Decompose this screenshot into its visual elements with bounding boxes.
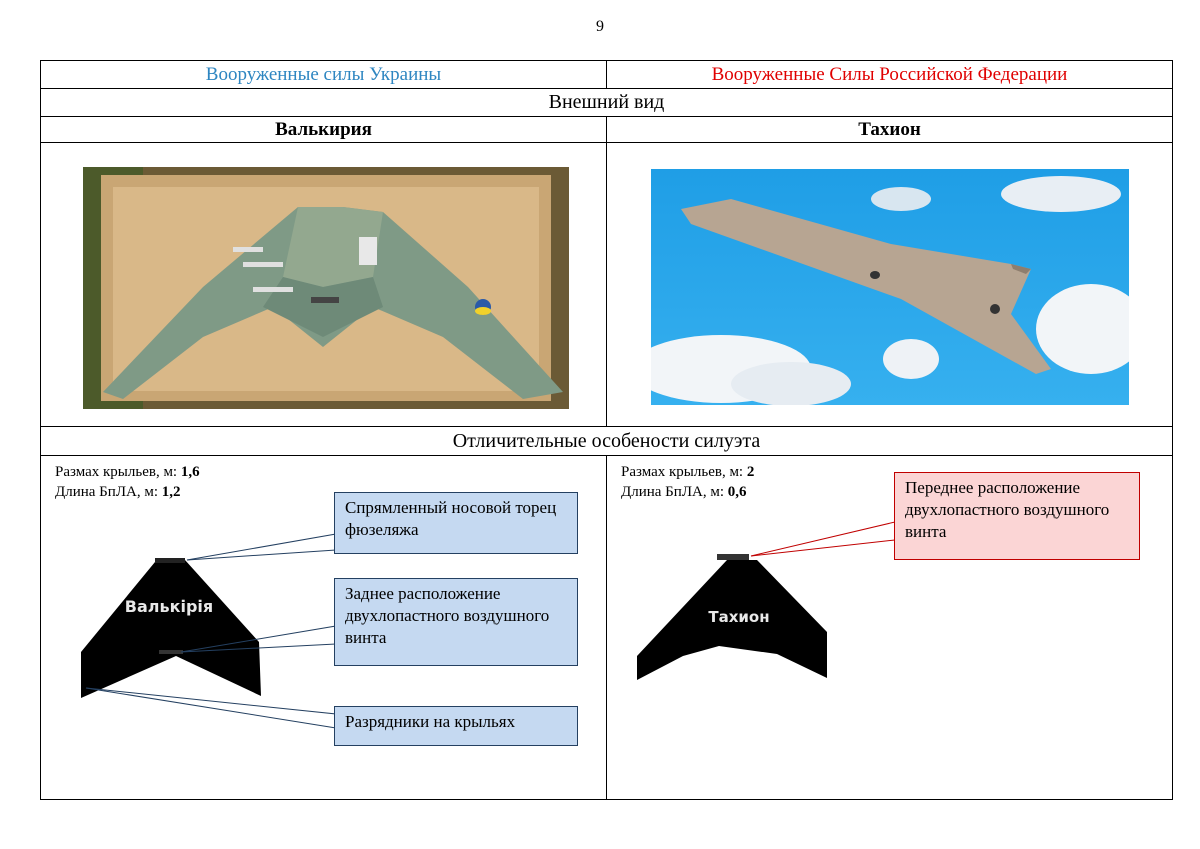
callout-front-prop: Переднее расположение двухлопастного воз… [894, 472, 1140, 560]
comparison-table: Вооруженные силы Украины Вооруженные Сил… [40, 60, 1173, 800]
valkyrie-silhouette-label: Валькірія [125, 597, 213, 616]
section-silhouette: Отличительные особености силуэта [40, 426, 1173, 456]
photo-cell-left [40, 142, 607, 427]
right-length-label: Длина БпЛА, м: [621, 484, 728, 500]
right-wingspan-value: 2 [746, 464, 755, 480]
right-wingspan-label: Размах крыльев, м: [621, 464, 747, 480]
header-ukraine: Вооруженные силы Украины [40, 60, 607, 89]
left-length-label: Длина БпЛА, м: [55, 484, 162, 500]
right-length-value: 0,6 [727, 484, 747, 500]
callout-nose: Спрямленный носовой торец фюзеляжа [334, 492, 578, 554]
left-wingspan-value: 1,6 [180, 464, 200, 480]
tachyon-silhouette-label: Тахион [708, 608, 769, 626]
spec-cell-left: Размах крыльев, м: 1,6 Длина БпЛА, м: 1,… [40, 455, 607, 800]
header-russia: Вооруженные Силы Российской Федерации [606, 60, 1173, 89]
page-number: 9 [596, 18, 604, 35]
drone-name-left: Валькирия [40, 116, 607, 143]
left-wingspan-label: Размах крыльев, м: [55, 464, 181, 480]
left-length-value: 1,2 [161, 484, 181, 500]
section-appearance: Внешний вид [40, 88, 1173, 117]
left-specs: Размах крыльев, м: 1,6 Длина БпЛА, м: 1,… [55, 462, 200, 502]
photo-cell-right [606, 142, 1173, 427]
spec-cell-right: Размах крыльев, м: 2 Длина БпЛА, м: 0,6 … [606, 455, 1173, 800]
callout-rear-prop: Заднее расположение двухлопастного возду… [334, 578, 578, 666]
tachyon-photo [651, 169, 1129, 405]
right-specs: Размах крыльев, м: 2 Длина БпЛА, м: 0,6 [621, 462, 754, 502]
valkyrie-photo [83, 167, 569, 409]
drone-name-right: Тахион [606, 116, 1173, 143]
callout-dischargers: Разрядники на крыльях [334, 706, 578, 746]
